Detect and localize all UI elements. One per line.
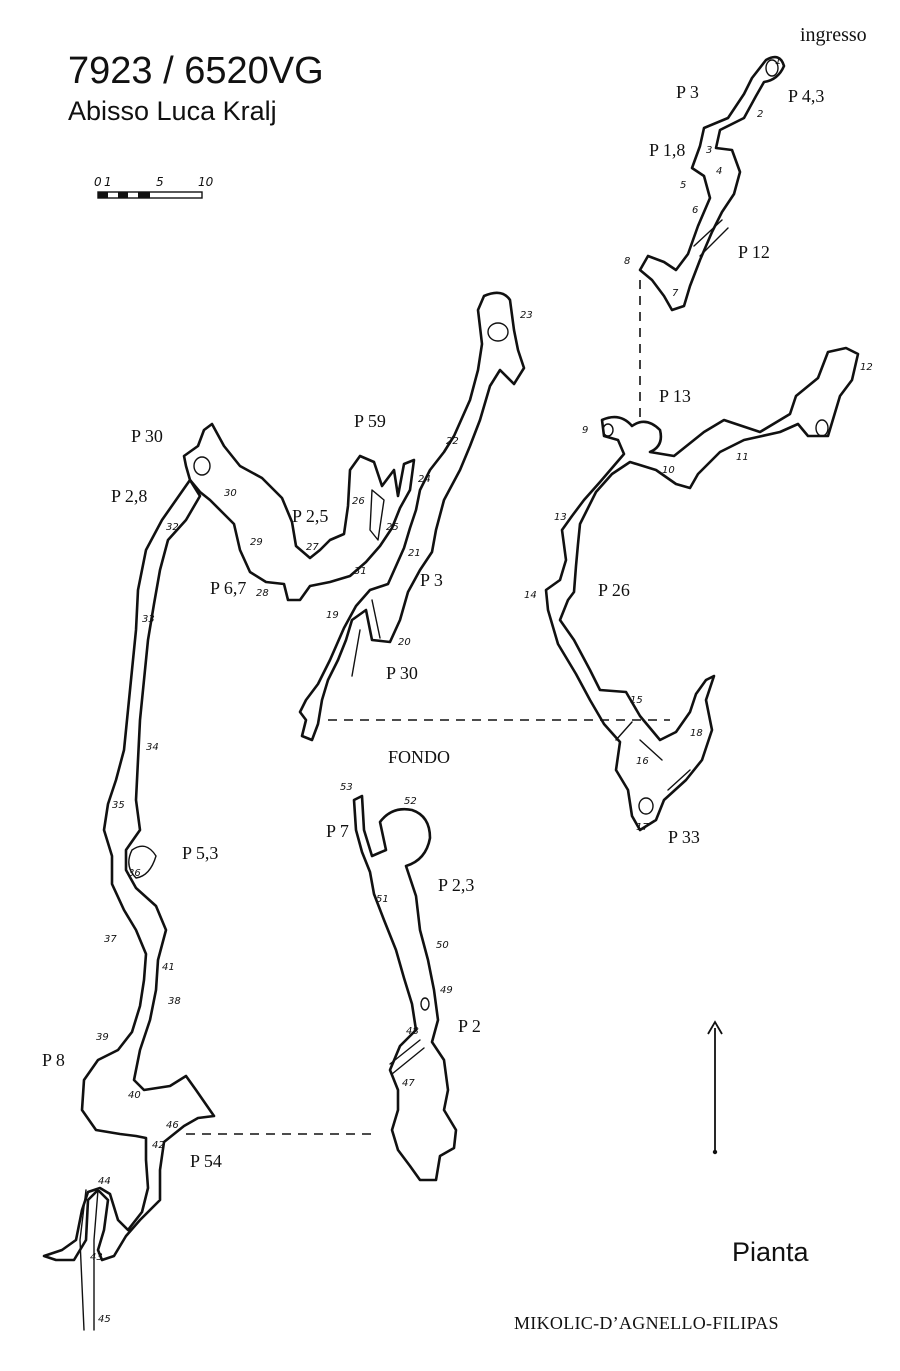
station-number: 52 <box>404 796 417 807</box>
station-number: 50 <box>436 940 449 951</box>
bottom-label: FONDO <box>388 747 450 767</box>
shaft-label: P 33 <box>668 827 700 847</box>
station-number: 26 <box>352 496 365 507</box>
shaft-label: P 26 <box>598 580 630 600</box>
station-number: 15 <box>630 695 643 706</box>
station-number: 11 <box>736 452 749 463</box>
station-number: 31 <box>354 566 367 577</box>
station-number: 28 <box>256 588 269 599</box>
station-number: 43 <box>90 1252 103 1263</box>
shaft-label: P 2,3 <box>438 875 474 895</box>
station-number: 3 <box>706 145 712 156</box>
station-number: 48 <box>406 1026 419 1037</box>
station-number: 49 <box>440 985 453 996</box>
station-number: 13 <box>554 512 567 523</box>
station-number: 37 <box>104 934 117 945</box>
north-arrow-icon <box>707 1020 723 1155</box>
station-number: 45 <box>98 1314 111 1325</box>
scale-tick: 0 <box>94 175 102 189</box>
station-number: 40 <box>128 1090 141 1101</box>
station-number: 20 <box>398 637 411 648</box>
shaft-label: P 30 <box>386 663 418 683</box>
station-number: 51 <box>376 894 389 905</box>
authors: MIKOLIC-D’AGNELLO-FILIPAS <box>514 1313 779 1333</box>
cave-number: 7923 / 6520VG <box>68 50 324 92</box>
shaft-label: P 2,8 <box>111 486 147 506</box>
station-number: 14 <box>524 590 537 601</box>
shaft-label: P 54 <box>190 1151 222 1171</box>
station-number: 23 <box>520 310 533 321</box>
station-number: 2 <box>757 109 763 120</box>
shaft-label: P 5,3 <box>182 843 218 863</box>
station-number: 34 <box>146 742 159 753</box>
cave-passage-upper-left <box>182 422 416 602</box>
station-number: 24 <box>418 474 431 485</box>
station-number: 32 <box>166 522 179 533</box>
station-number: 44 <box>98 1176 111 1187</box>
shaft-label: P 59 <box>354 411 386 431</box>
station-number: 1 <box>775 56 781 67</box>
station-number: 42 <box>152 1140 165 1151</box>
station-number: 39 <box>96 1032 109 1043</box>
station-number: 35 <box>112 800 125 811</box>
shaft-label: P 8 <box>42 1050 65 1070</box>
station-number: 41 <box>162 962 175 973</box>
station-number: 5 <box>680 180 686 191</box>
cave-passage-center <box>298 291 526 742</box>
station-number: 4 <box>716 166 722 177</box>
station-number: 38 <box>168 996 181 1007</box>
station-number: 47 <box>402 1078 415 1089</box>
scale-tick: 10 <box>198 175 214 189</box>
shaft-label: P 3 <box>420 570 443 590</box>
station-number: 12 <box>860 362 873 373</box>
shaft-label: P 3 <box>676 82 699 102</box>
shaft-label: P 2 <box>458 1016 481 1036</box>
station-number: 18 <box>690 728 703 739</box>
station-number: 6 <box>692 205 698 216</box>
cave-passage-entrance <box>638 55 786 312</box>
shaft-label: P 30 <box>131 426 163 446</box>
entrance-label: ingresso <box>800 24 867 46</box>
station-number: 46 <box>166 1120 179 1131</box>
station-number: 21 <box>408 548 421 559</box>
station-number: 27 <box>306 542 319 553</box>
station-number: 25 <box>386 522 399 533</box>
cave-passage-right <box>544 346 860 832</box>
station-number: 30 <box>224 488 237 499</box>
station-number: 19 <box>326 610 339 621</box>
scale-bar: 0 1 5 10 <box>94 175 214 199</box>
shaft-label: P 13 <box>659 386 691 406</box>
station-number: 10 <box>662 465 675 476</box>
station-number: 29 <box>250 537 263 548</box>
cave-name: Abisso Luca Kralj <box>68 96 277 126</box>
shaft-label: P 1,8 <box>649 140 685 160</box>
station-number: 36 <box>128 868 141 879</box>
scale-tick: 5 <box>156 175 164 189</box>
station-number: 9 <box>582 425 588 436</box>
station-number: 22 <box>446 436 459 447</box>
station-number: 17 <box>636 822 649 833</box>
scale-tick: 1 <box>104 175 112 189</box>
shaft-label: P 6,7 <box>210 578 246 598</box>
station-number: 16 <box>636 756 649 767</box>
cave-passage-bottom <box>352 794 458 1182</box>
shaft-label: P 2,5 <box>292 506 328 526</box>
shaft-label: P 4,3 <box>788 86 824 106</box>
station-number: 33 <box>142 614 155 625</box>
station-number: 53 <box>340 782 353 793</box>
station-number: 7 <box>672 288 679 299</box>
station-number: 8 <box>624 256 630 267</box>
cave-passage-left <box>42 478 216 1331</box>
shaft-label: P 12 <box>738 242 770 262</box>
plan-label: Pianta <box>732 1237 809 1267</box>
shaft-label: P 7 <box>326 821 349 841</box>
